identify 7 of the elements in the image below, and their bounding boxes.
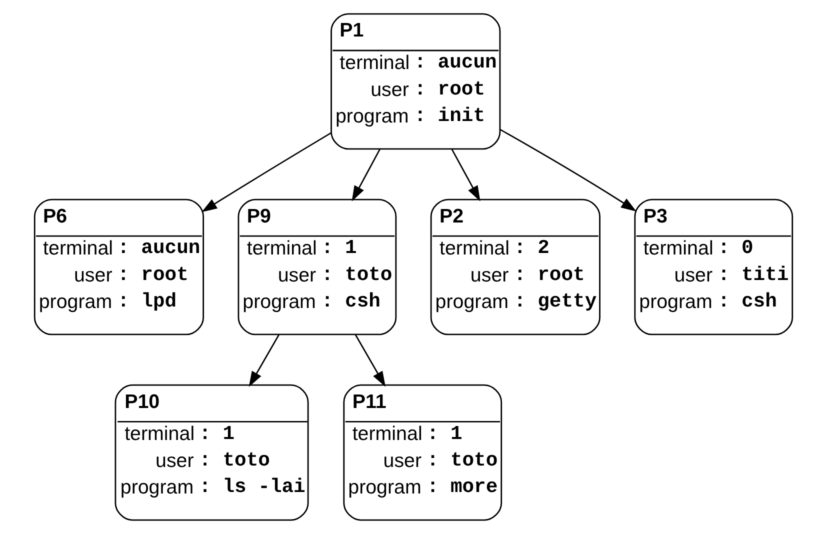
- arrow: [352, 149, 380, 202]
- arrow: [500, 128, 636, 212]
- arrow: [202, 132, 332, 212]
- arrow: [354, 334, 386, 387]
- arrow: [451, 149, 480, 202]
- node-box: P6 terminal : aucun user : root program : lpd: [34, 198, 204, 336]
- arrow: [248, 334, 280, 387]
